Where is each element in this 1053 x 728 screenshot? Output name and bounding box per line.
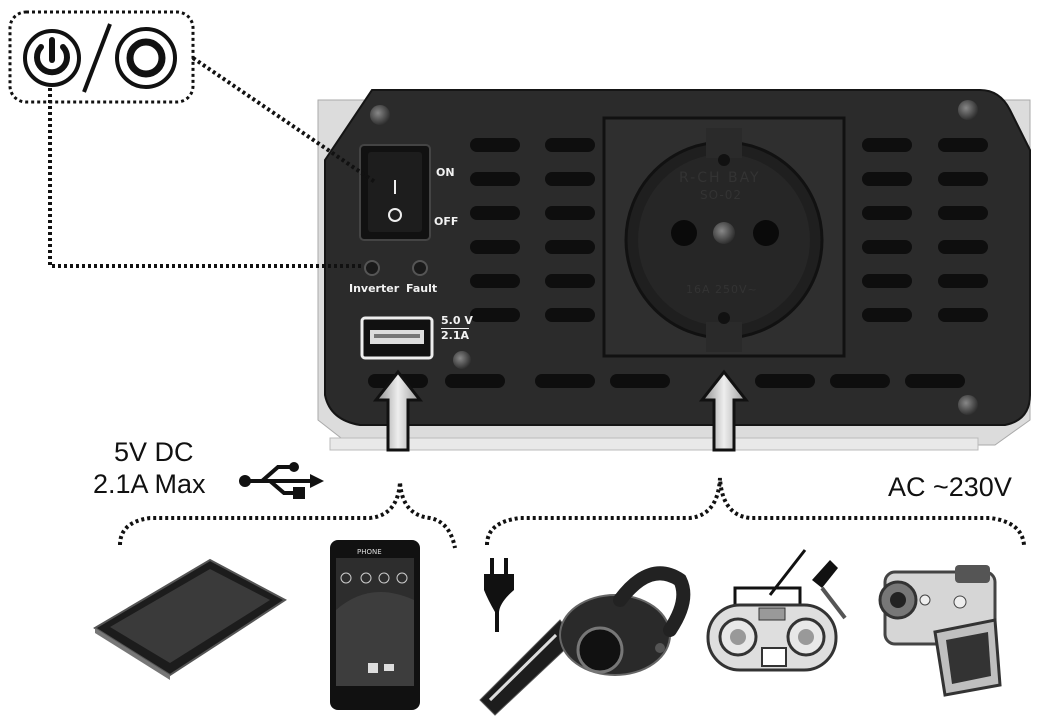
tablet-icon bbox=[93, 558, 287, 680]
switch-off-label: OFF bbox=[434, 215, 459, 228]
socket-model-label: SO-02 bbox=[700, 188, 742, 202]
fault-indicator-label: Fault bbox=[406, 282, 438, 295]
power-on-icon bbox=[23, 29, 81, 87]
camcorder-icon bbox=[878, 565, 1002, 697]
schuko-socket[interactable] bbox=[602, 116, 846, 358]
inverter-led bbox=[364, 260, 380, 276]
leader-lines bbox=[48, 56, 1026, 549]
usb-voltage-label: 5.0 V bbox=[441, 314, 473, 327]
phone-brand-label: PHONE bbox=[357, 548, 382, 556]
fault-led bbox=[412, 260, 428, 276]
power-rocker-switch[interactable] bbox=[359, 144, 431, 241]
plug-icon bbox=[484, 558, 514, 632]
power-off-icon bbox=[115, 27, 177, 89]
handheld-vacuum-icon bbox=[479, 566, 691, 716]
slash-divider bbox=[82, 23, 112, 93]
dc-output-current: 2.1A Max bbox=[93, 469, 206, 499]
dc-output-voltage: 5V DC bbox=[114, 437, 194, 467]
socket-rating-label: 16A 250V~ bbox=[686, 283, 758, 296]
vent-slots bbox=[368, 138, 988, 388]
ac-output-label: AC ~230V bbox=[888, 472, 1012, 502]
usb-arrow bbox=[372, 369, 424, 452]
inverter-indicator-label: Inverter bbox=[349, 282, 400, 295]
switch-on-label: ON bbox=[436, 166, 455, 179]
usb-current-label: 2.1A bbox=[441, 328, 469, 342]
panel-screws bbox=[370, 100, 978, 415]
socket-brand-label: R-CH BAY bbox=[679, 170, 761, 186]
smartphone-icon bbox=[330, 540, 420, 710]
usb-icon bbox=[239, 462, 324, 499]
ac-arrow bbox=[698, 369, 750, 452]
usb-port[interactable] bbox=[360, 316, 434, 360]
boombox-radio-icon bbox=[706, 549, 847, 672]
power-symbol-callout bbox=[8, 10, 195, 104]
